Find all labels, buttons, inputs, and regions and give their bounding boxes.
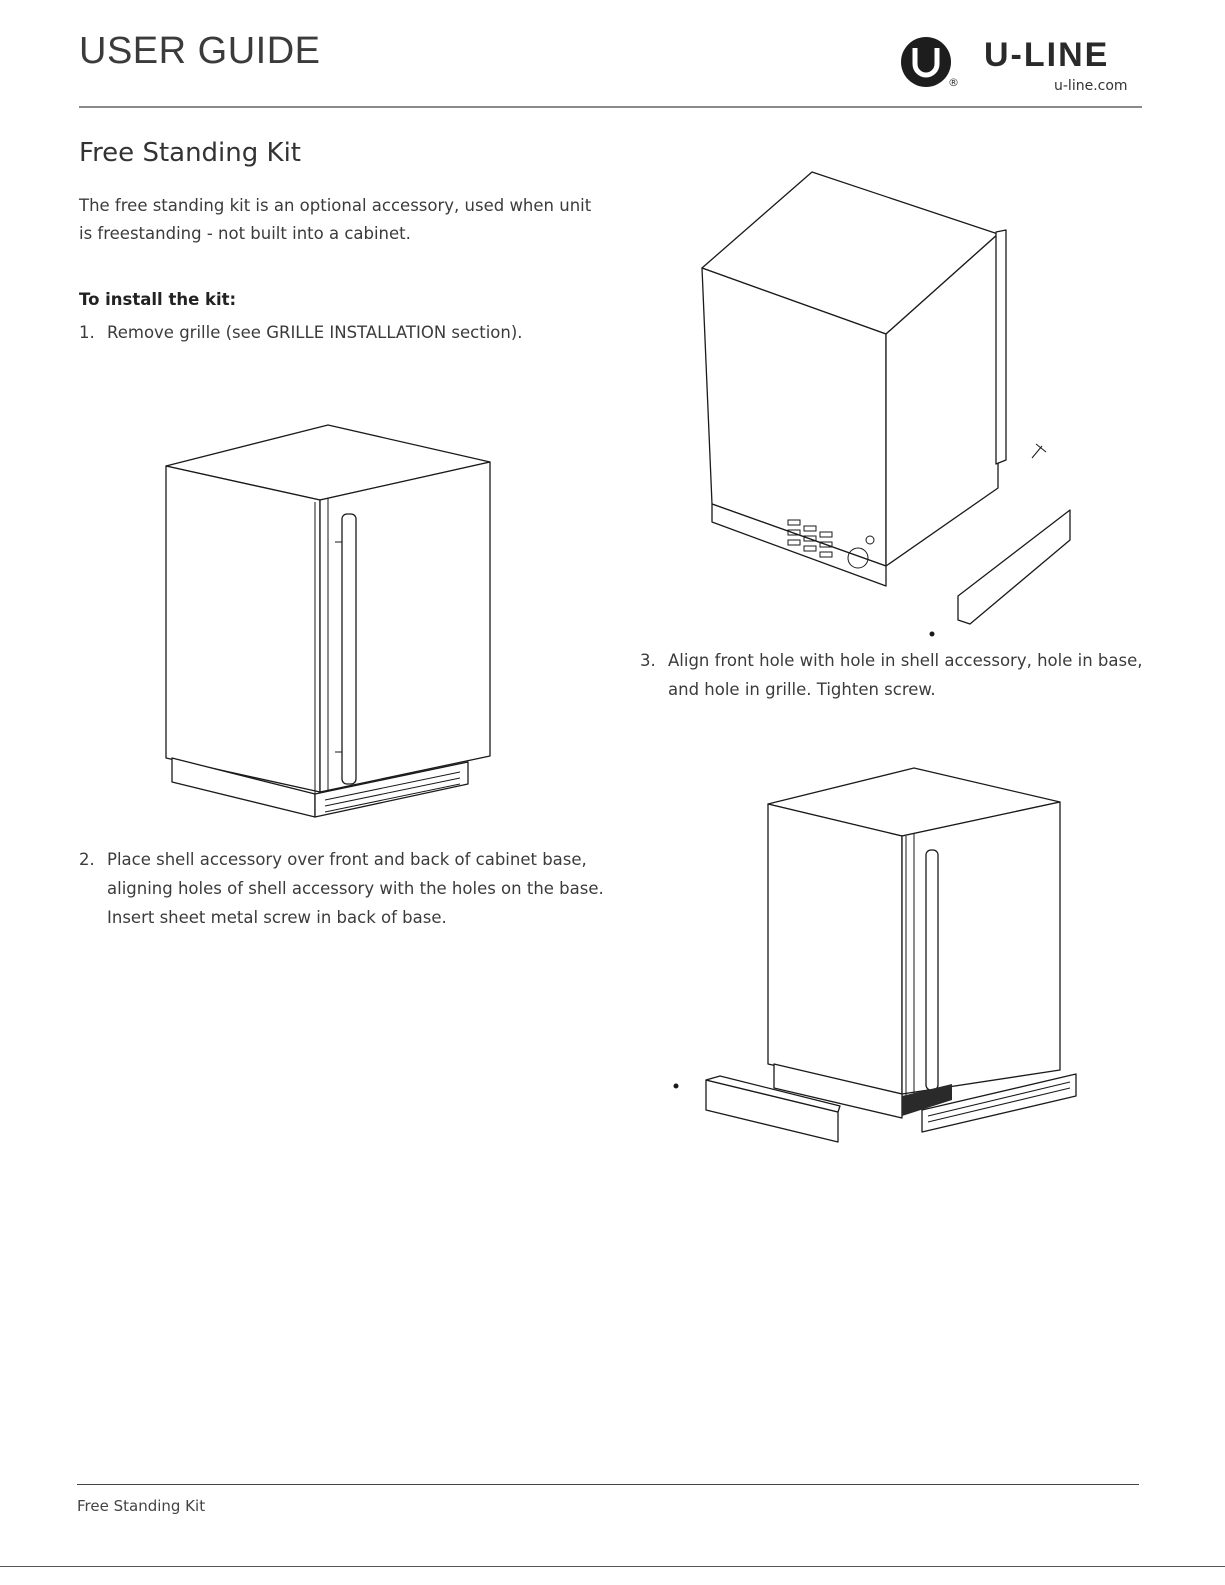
step-3-text: Align front hole with hole in shell acce… <box>668 651 1143 699</box>
brand-logo: ® <box>900 34 1140 100</box>
figure-3-refrigerator-front-with-shell <box>673 767 1077 1143</box>
step-1: 1. Remove grille (see GRILLE INSTALLATIO… <box>79 318 619 347</box>
figure-1-refrigerator-front <box>165 424 491 818</box>
footer-text: Free Standing Kit <box>77 1497 206 1515</box>
brand-name: U-LINE <box>984 36 1110 74</box>
header-divider <box>79 106 1142 108</box>
footer-divider <box>77 1484 1139 1485</box>
install-heading: To install the kit: <box>79 290 237 309</box>
logo-circle-icon <box>901 37 951 87</box>
step-2: 2. Place shell accessory over front and … <box>79 845 619 932</box>
step-3: 3. Align front hole with hole in shell a… <box>640 646 1170 704</box>
page-header-title: USER GUIDE <box>79 30 321 72</box>
website-url[interactable]: u-line.com <box>1054 78 1128 94</box>
section-title: Free Standing Kit <box>79 138 301 168</box>
page-edge-line <box>0 1566 1225 1567</box>
step-3-number: 3. <box>640 651 656 670</box>
step-1-number: 1. <box>79 323 95 342</box>
step-2-text: Place shell accessory over front and bac… <box>107 850 604 927</box>
step-2-number: 2. <box>79 850 95 869</box>
step-1-text: Remove grille (see GRILLE INSTALLATION s… <box>107 323 523 342</box>
logo-registered-mark: ® <box>948 76 959 89</box>
figure-2-refrigerator-rear <box>701 171 1071 637</box>
intro-paragraph: The free standing kit is an optional acc… <box>79 196 592 243</box>
